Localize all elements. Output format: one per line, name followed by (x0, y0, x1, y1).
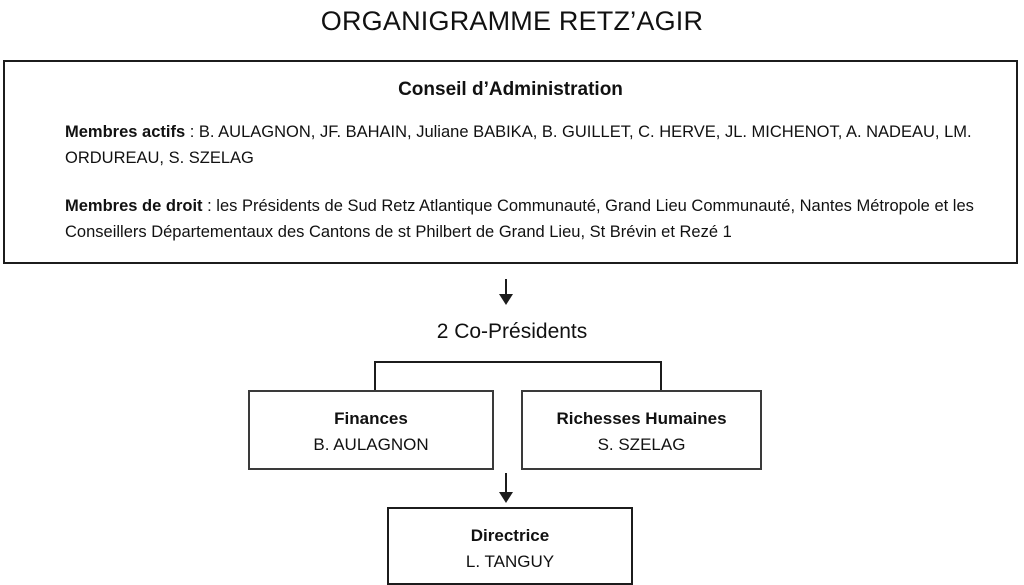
active-members-label: Membres actifs (65, 123, 186, 141)
connector-bracket-horizontal (374, 361, 662, 363)
page-title: ORGANIGRAMME RETZ’AGIR (320, 6, 704, 36)
connector-bracket-right-drop (660, 361, 662, 391)
unit-box-finances: Finances B. AULAGNON (248, 390, 494, 470)
unit-title-directrice: Directrice (470, 526, 550, 545)
unit-box-richesses-humaines: Richesses Humaines S. SZELAG (521, 390, 762, 470)
active-members-value: B. AULAGNON, JF. BAHAIN, Juliane BABIKA,… (65, 123, 972, 167)
co-presidents-label: 2 Co-Présidents (436, 320, 588, 343)
ex-officio-members-value: les Présidents de Sud Retz Atlantique Co… (65, 197, 974, 241)
connector-council-to-copresidents (505, 279, 507, 296)
ex-officio-members-label: Membres de droit (65, 197, 203, 215)
unit-box-directrice: Directrice L. TANGUY (387, 507, 633, 585)
active-members-separator: : (185, 123, 199, 141)
ex-officio-members-paragraph: Membres de droit : les Présidents de Sud… (5, 193, 1016, 245)
arrow-down-icon (499, 294, 513, 305)
connector-to-directrice (505, 473, 507, 494)
unit-person-directrice: L. TANGUY (465, 552, 555, 571)
unit-title-richesses-humaines: Richesses Humaines (556, 409, 727, 428)
arrow-down-icon (499, 492, 513, 503)
unit-person-finances: B. AULAGNON (313, 435, 429, 454)
council-box: Conseil d’Administration Membres actifs … (3, 60, 1018, 264)
ex-officio-members-separator: : (202, 197, 217, 215)
active-members-paragraph: Membres actifs : B. AULAGNON, JF. BAHAIN… (5, 119, 1016, 171)
council-heading: Conseil d’Administration (398, 79, 623, 100)
connector-bracket-left-drop (374, 361, 376, 391)
unit-title-finances: Finances (334, 409, 408, 428)
unit-person-richesses-humaines: S. SZELAG (597, 435, 686, 454)
